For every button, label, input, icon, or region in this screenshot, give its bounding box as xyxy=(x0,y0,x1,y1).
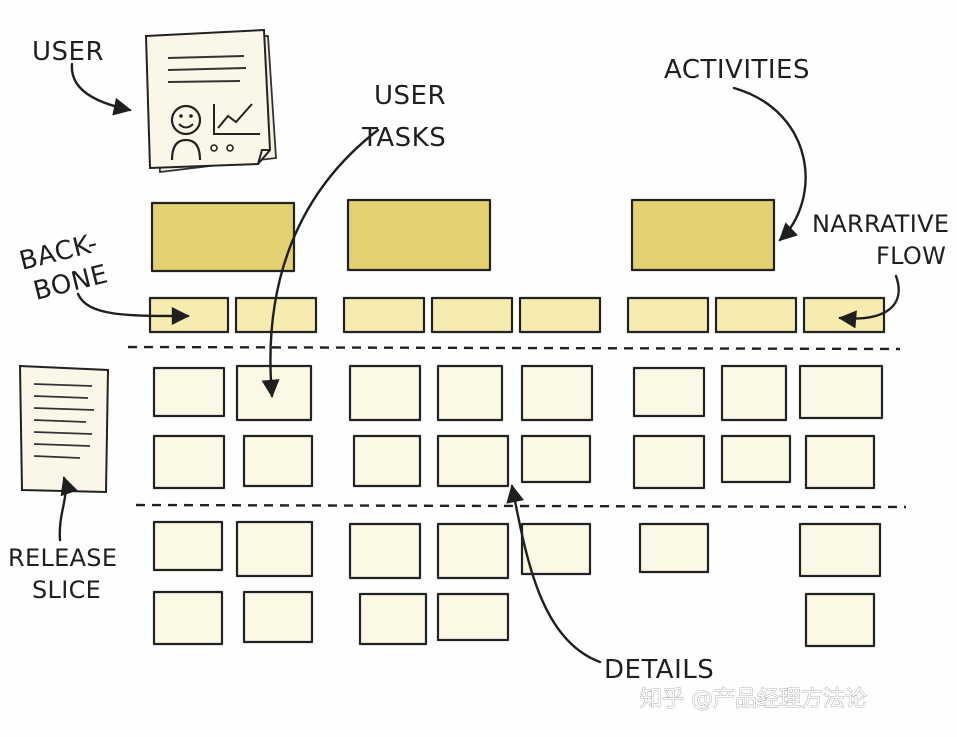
release-slice-label-line2: SLICE xyxy=(32,576,101,604)
narrative-flow-arrow-icon xyxy=(838,274,900,329)
detail-card xyxy=(520,364,594,422)
detail-card xyxy=(436,434,510,488)
user-arrow-icon xyxy=(70,62,132,116)
detail-card xyxy=(352,434,422,488)
release-divider xyxy=(135,503,907,509)
activity-card xyxy=(150,201,296,273)
detail-card xyxy=(638,522,710,574)
user-tasks-label-line2: TASKS xyxy=(361,123,446,153)
detail-cards-release-1 xyxy=(152,364,884,490)
detail-card xyxy=(520,522,592,576)
details-label: DETAILS xyxy=(604,655,714,685)
detail-card xyxy=(152,366,226,418)
user-label: USER xyxy=(32,37,104,67)
detail-card xyxy=(152,590,224,646)
user-task-card xyxy=(430,296,514,334)
narrative-flow-label-line2: FLOW xyxy=(876,242,946,270)
detail-card xyxy=(235,520,314,578)
detail-card xyxy=(242,590,314,644)
detail-card xyxy=(798,364,884,420)
detail-card xyxy=(436,522,510,580)
user-task-card xyxy=(802,296,886,334)
detail-card xyxy=(720,364,788,422)
backbone-arrow-icon xyxy=(76,292,190,325)
user-task-card xyxy=(342,296,426,334)
detail-card xyxy=(520,434,592,484)
detail-card xyxy=(348,522,422,580)
detail-card xyxy=(436,364,504,422)
activity-card xyxy=(630,198,776,272)
detail-card xyxy=(358,592,428,646)
activity-cards xyxy=(150,198,776,273)
release-document-icon xyxy=(18,364,110,494)
user-tasks-label-line1: USER xyxy=(374,81,446,111)
detail-card xyxy=(235,364,313,422)
detail-cards-release-2 xyxy=(152,520,882,648)
detail-card xyxy=(348,364,422,422)
user-task-card xyxy=(626,296,710,334)
user-task-card xyxy=(714,296,798,334)
detail-card xyxy=(152,520,224,572)
user-persona-document-icon xyxy=(144,28,277,174)
user-task-card xyxy=(518,296,602,334)
detail-card xyxy=(152,434,226,490)
detail-card xyxy=(436,592,510,642)
details-arrow-icon xyxy=(506,484,602,664)
detail-card xyxy=(632,366,706,418)
activity-card xyxy=(346,198,492,272)
detail-card xyxy=(798,522,882,578)
user-task-cards xyxy=(148,296,886,334)
detail-card xyxy=(804,434,876,490)
user-tasks-arrow-icon xyxy=(261,128,380,398)
release-slice-label-line1: RELEASE xyxy=(8,544,117,572)
release-slice-arrow-icon xyxy=(58,476,78,542)
detail-card xyxy=(242,434,314,488)
backbone-divider xyxy=(127,345,901,351)
detail-card xyxy=(720,434,792,484)
detail-card xyxy=(804,592,876,648)
narrative-flow-label-line1: NARRATIVE xyxy=(812,210,949,238)
watermark-text: 知乎 @产品经理方法论 xyxy=(640,687,867,712)
activities-arrow-icon xyxy=(732,86,807,242)
activities-label: ACTIVITIES xyxy=(664,55,810,85)
detail-card xyxy=(632,434,706,490)
